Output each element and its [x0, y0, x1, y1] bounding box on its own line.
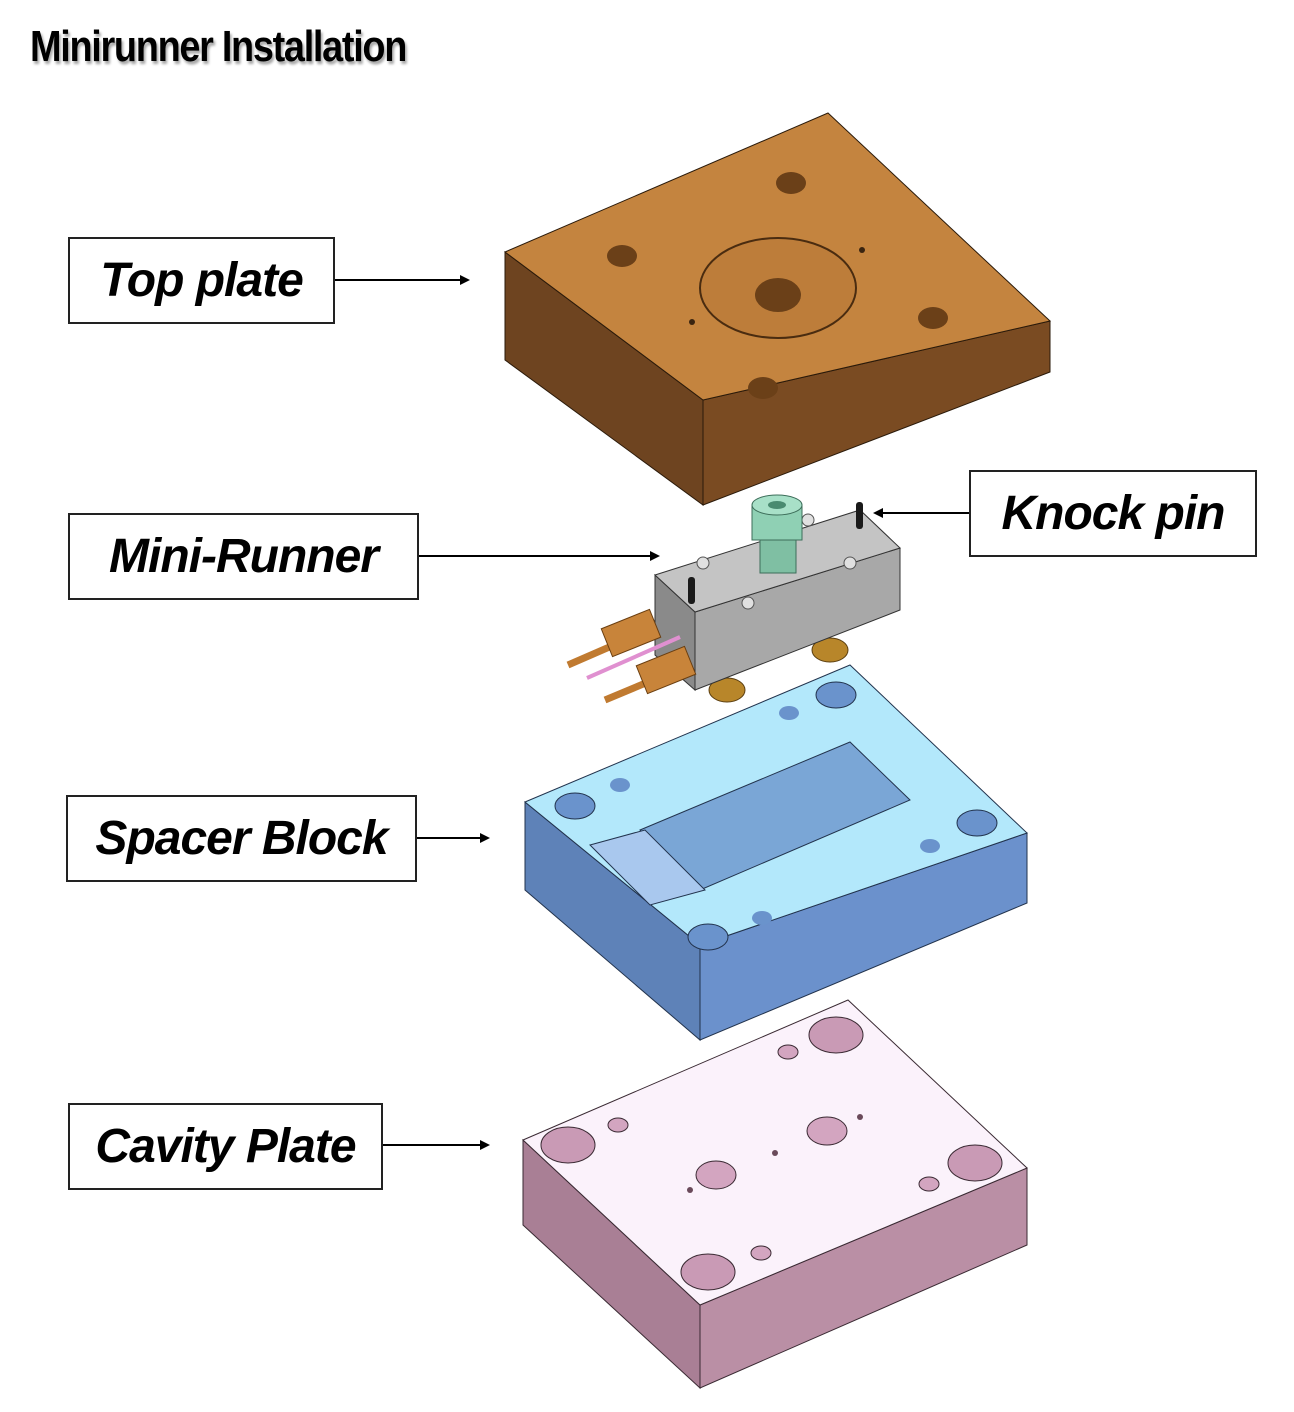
thermocouple-wire: [586, 635, 681, 680]
mini-runner-screw: [843, 556, 857, 570]
spacer-block-counterbore: [815, 681, 857, 709]
spacer-block-slot: [589, 829, 706, 906]
spacer-block-pin-hole: [920, 839, 940, 853]
mini-runner-screw: [696, 556, 710, 570]
cavity-plate-counterbore: [808, 1016, 864, 1054]
top-plate-bolt-hole: [918, 307, 948, 329]
mini-runner-label: Mini-Runner: [68, 513, 419, 600]
cavity-plate-small-hole: [918, 1176, 940, 1192]
cavity-plate-pin-hole: [857, 1114, 863, 1120]
spacer-block: [524, 664, 1028, 1042]
top-plate-bolt-hole: [607, 245, 637, 267]
mini-runner-screw: [741, 596, 755, 610]
cavity-plate-gate-hole: [806, 1116, 848, 1146]
cavity-plate-label: Cavity Plate: [68, 1103, 383, 1190]
top-plate-label: Top plate: [68, 237, 335, 324]
cavity-plate: [522, 999, 1028, 1390]
cavity-plate-gate-hole: [695, 1160, 737, 1190]
cavity-plate-counterbore: [680, 1253, 736, 1291]
cavity-plate-small-hole: [750, 1245, 772, 1261]
mini-runner: [566, 494, 901, 704]
spacer-block-counterbore: [956, 809, 998, 837]
top-plate: [504, 112, 1052, 506]
spacer-block-pin-hole: [752, 911, 772, 925]
diagram-title: Minirunner Installation: [30, 22, 407, 71]
mini-runner-screw: [801, 513, 815, 527]
spacer-block-label: Spacer Block: [66, 795, 417, 882]
cavity-plate-label-text: Cavity Plate: [95, 1120, 356, 1173]
knock-pin-label: Knock pin: [969, 470, 1257, 557]
knock-pin: [688, 577, 695, 604]
spacer-block-pin-hole: [779, 706, 799, 720]
top-plate-pin-hole: [689, 319, 695, 325]
top-plate-center-hole: [755, 278, 801, 312]
cable-fitting: [603, 645, 697, 704]
knock-pin: [856, 502, 863, 529]
top-plate-pin-hole: [859, 247, 865, 253]
spacer-block-pin-hole: [610, 778, 630, 792]
cable-fitting: [566, 608, 662, 669]
cavity-plate-counterbore: [540, 1126, 596, 1164]
spacer-block-label-text: Spacer Block: [95, 812, 388, 865]
nozzle: [751, 494, 803, 574]
top-plate-bolt-hole: [748, 377, 778, 399]
mini-runner-foot: [811, 637, 849, 663]
cavity-plate-pin-hole: [772, 1150, 778, 1156]
mini-runner-label-text: Mini-Runner: [109, 530, 379, 583]
cavity-plate-counterbore: [947, 1144, 1003, 1182]
cavity-plate-small-hole: [607, 1117, 629, 1133]
knock-pin-label-text: Knock pin: [1001, 487, 1225, 540]
top-plate-bolt-hole: [776, 172, 806, 194]
spacer-block-counterbore: [554, 792, 596, 820]
top-plate-label-text: Top plate: [100, 254, 304, 307]
spacer-block-counterbore: [687, 923, 729, 951]
cavity-plate-pin-hole: [687, 1187, 693, 1193]
cavity-plate-small-hole: [777, 1044, 799, 1060]
